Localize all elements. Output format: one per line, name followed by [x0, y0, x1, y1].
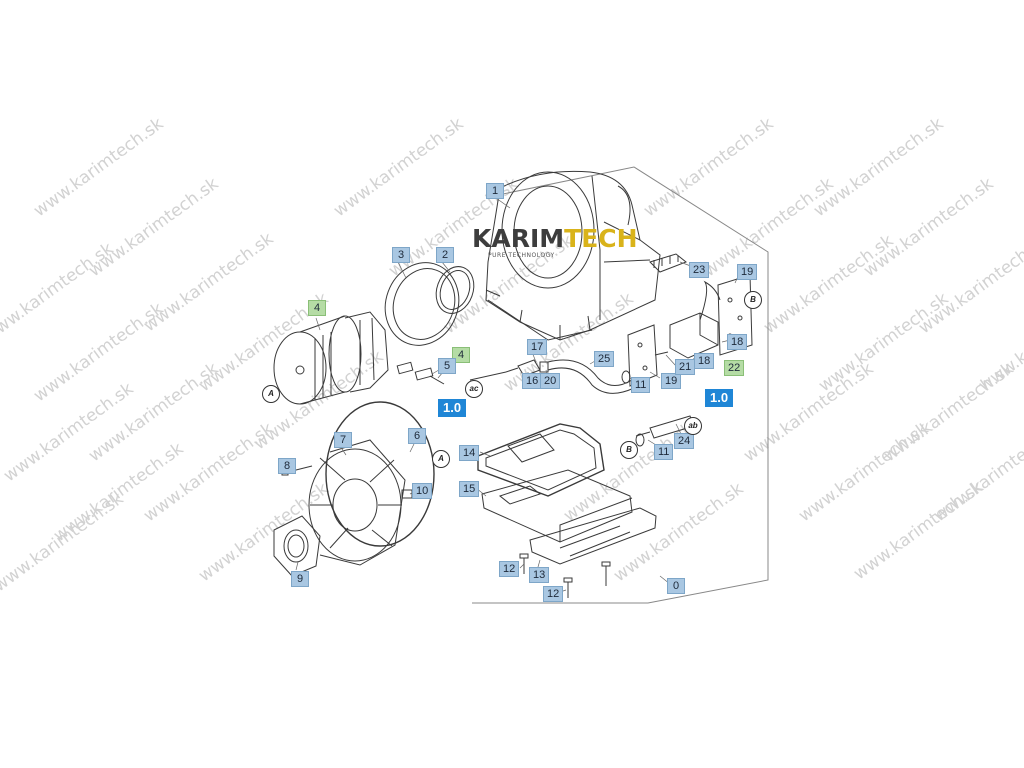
- logo-subtitle: PURE TECHNOLOGY: [488, 252, 555, 259]
- part-label-2: 2: [436, 247, 454, 263]
- part-label-11-secondary: 11: [654, 444, 674, 460]
- terminal-block: [649, 253, 687, 273]
- connector-b-plate: B: [744, 291, 762, 309]
- part-label-8: 8: [278, 458, 296, 474]
- base-gasket: [477, 423, 605, 497]
- part-label-9: 9: [291, 571, 309, 587]
- logo-text-tech: TECH: [564, 224, 638, 253]
- part-label-6: 6: [408, 428, 426, 444]
- connector-a-motor: A: [262, 385, 280, 403]
- hose: [547, 359, 635, 394]
- part-label-4: 4: [308, 300, 326, 316]
- part-label-19-secondary: 19: [661, 373, 682, 389]
- karimtech-logo: KARIMTECH PURE TECHNOLOGY: [472, 224, 638, 260]
- part-label-18-secondary: 18: [727, 334, 748, 350]
- part-label-12: 12: [499, 561, 520, 577]
- part-label-7: 7: [334, 432, 352, 448]
- base-tray: [481, 469, 657, 565]
- part-label-0: 0: [667, 578, 685, 594]
- part-label-21: 21: [675, 359, 696, 375]
- part-label-12-secondary: 12: [543, 586, 564, 602]
- part-label-19: 19: [737, 264, 758, 280]
- connector-a-cover: A: [432, 450, 450, 468]
- part-label-14: 14: [459, 445, 480, 461]
- connector-ab: ab: [684, 417, 702, 435]
- vacuum-motor: [273, 311, 389, 405]
- part-label-10: 10: [412, 483, 433, 499]
- part-label-4-secondary: 4: [452, 347, 470, 363]
- part-label-1: 1: [486, 183, 504, 199]
- connector-ac: ac: [465, 380, 483, 398]
- part-label-13: 13: [529, 567, 550, 583]
- logo-text-karim: KARIM: [472, 224, 565, 253]
- assembly-frame: [472, 166, 769, 604]
- part-label-23: 23: [689, 262, 710, 278]
- ref-badge-left: 1.0: [438, 399, 467, 417]
- carbon-brushes: [396, 361, 445, 385]
- part-label-25: 25: [594, 351, 615, 367]
- part-label-18: 18: [694, 353, 715, 369]
- base-screws: [519, 553, 611, 598]
- part-label-22: 22: [724, 360, 745, 376]
- hose-clamps: [621, 370, 645, 447]
- part-label-11: 11: [631, 377, 651, 393]
- part-label-16: 16: [522, 373, 543, 389]
- flange-adapter: [273, 515, 321, 577]
- connector-b-hose: B: [620, 441, 638, 459]
- gasket-rings: [384, 262, 475, 346]
- part-label-15: 15: [459, 481, 480, 497]
- part-label-5: 5: [438, 358, 456, 374]
- part-label-24: 24: [674, 433, 695, 449]
- part-label-20: 20: [540, 373, 561, 389]
- part-label-3: 3: [392, 247, 410, 263]
- part-label-17: 17: [527, 339, 548, 355]
- ref-badge-right: 1.0: [705, 389, 734, 407]
- hose-fittings: [469, 359, 695, 439]
- fan-cover: [308, 401, 435, 566]
- blower-housing: [485, 170, 661, 341]
